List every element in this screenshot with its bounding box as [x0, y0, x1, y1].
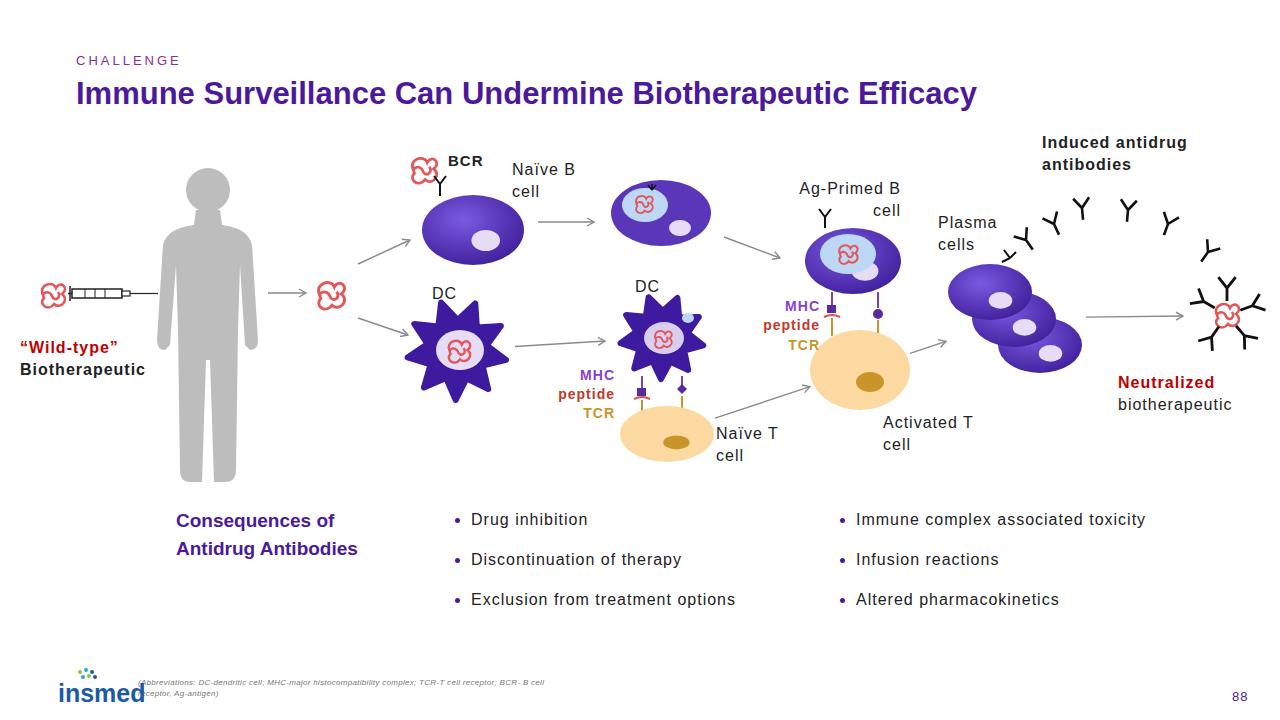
neutralized-complex: Neutralizedbiotherapeutic: [1183, 278, 1273, 353]
part-name: MHC: [735, 297, 820, 316]
antibodies: [1002, 197, 1220, 266]
cell-label: Activated T cell: [883, 412, 983, 456]
section-tag: CHALLENGE: [76, 52, 276, 70]
dendritic-cell: DC: [605, 295, 720, 380]
cell-label: DC: [432, 283, 472, 305]
bullet-item: Altered pharmacokinetics: [840, 589, 1236, 611]
bullet-item: Infusion reactions: [840, 549, 1236, 571]
plasma-cells: Plasma cells: [946, 262, 1086, 374]
title: Immune Surveillance Can Undermine Biothe…: [76, 74, 977, 114]
bullet-item: Exclusion from treatment options: [455, 589, 831, 611]
b-cell: Ag-Primed B cell: [805, 228, 901, 294]
flow-arrows: [268, 222, 780, 335]
syringe: [42, 284, 158, 307]
footnote: (Abbreviations: DC-dendritic cell; MHC-m…: [138, 677, 558, 699]
cell-label: Neutralized: [1118, 372, 1278, 394]
t-cell-shape: [810, 330, 910, 410]
t-cell-shape: [620, 405, 715, 463]
bullet-item: Discontinuation of therapy: [455, 549, 831, 571]
cell-label: Biotherapeutic: [20, 359, 180, 381]
cell-label: Naïve B cell: [512, 159, 578, 203]
section-heading: Consequences of Antidrug Antibodies: [176, 507, 406, 563]
dendritic-cell-shape: [605, 295, 720, 380]
logo: insmed: [58, 678, 158, 708]
cell-label: Plasma cells: [938, 212, 1002, 256]
bullet-item: Drug inhibition: [455, 509, 831, 531]
flow-arrow: [715, 387, 810, 419]
cell-label: “Wild-type”: [20, 337, 160, 359]
cell-label: Naïve T cell: [716, 423, 782, 467]
page-number: 88: [1232, 688, 1272, 706]
part-name: TCR: [530, 404, 615, 423]
part-name: TCR: [735, 336, 820, 355]
drug: [319, 283, 345, 309]
dendritic-cell: DC: [400, 300, 515, 400]
t-cell: Naïve T cell: [620, 405, 715, 463]
b-cell-shape: [805, 228, 901, 294]
flow-arrow: [1086, 316, 1183, 317]
cell-label: Ag-Primed B cell: [785, 178, 901, 222]
dendritic-cell-shape: [400, 300, 515, 400]
part-name: BCR: [448, 151, 498, 171]
plasma-cells-shape: [946, 262, 1086, 374]
bullet-item: Immune complex associated toxicity: [840, 509, 1236, 531]
b-cell-shape: [422, 195, 525, 265]
part-name: peptide: [735, 316, 820, 335]
human-figure: “Wild-type”Biotherapeutic: [150, 165, 265, 485]
t-cell: Activated T cell: [810, 330, 910, 410]
logo-dots: [78, 668, 97, 679]
human-figure-shape: [150, 165, 265, 485]
annotation: Induced antidrug antibodies: [1042, 132, 1237, 176]
neutralized-complex-shape: [1183, 278, 1273, 353]
part-name: peptide: [530, 385, 615, 404]
cell-label: DC: [635, 276, 675, 298]
b-cell: Naïve B cell: [422, 195, 525, 265]
cell-label: biotherapeutic: [1118, 394, 1278, 416]
flow-arrow: [910, 341, 946, 353]
flow-arrow: [515, 341, 605, 346]
part-name: MHC: [530, 366, 615, 385]
